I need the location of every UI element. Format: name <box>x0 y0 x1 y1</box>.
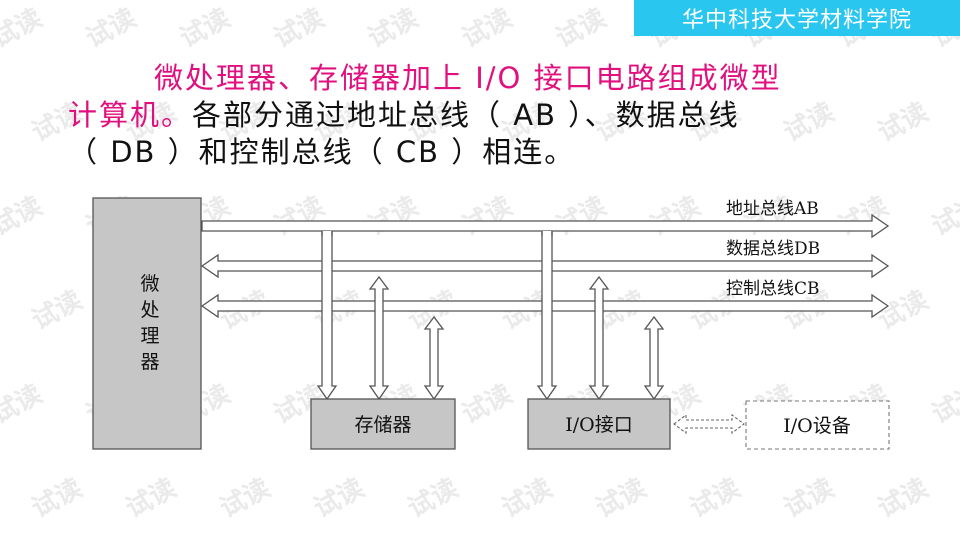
intro-line-2: 计算机。各部分通过地址总线（ AB ）、数据总线 <box>68 97 928 134</box>
memory-box <box>310 398 456 450</box>
microprocessor-box <box>92 197 202 450</box>
io-address-arrow <box>536 231 558 401</box>
io-interface-box <box>527 398 671 450</box>
microprocessor-char: 理 <box>140 325 159 347</box>
control-bus-label: 控制总线CB <box>726 279 820 299</box>
memory-address-arrow <box>316 231 338 401</box>
address-bus-label: 地址总线AB <box>726 199 819 219</box>
intro-line-2-text: 各部分通过地址总线（ AB ）、数据总线 <box>192 98 740 132</box>
microprocessor-char: 微 <box>140 273 159 295</box>
intro-paragraph: 微处理器、存储器加上 I/O 接口电路组成微型 计算机。各部分通过地址总线（ A… <box>68 60 928 171</box>
address-bus-arrow <box>201 213 890 239</box>
io-device-link-arrow <box>673 413 745 435</box>
intro-line-1-highlight: 微处理器、存储器加上 I/O 接口电路组成微型 <box>154 61 782 95</box>
intro-line-1: 微处理器、存储器加上 I/O 接口电路组成微型 <box>68 60 928 97</box>
microprocessor-char: 处 <box>140 299 159 321</box>
io-data-arrow <box>588 275 610 401</box>
io-control-arrow <box>643 315 665 401</box>
io-device-box <box>745 400 890 450</box>
intro-line-3-text: （ DB ）和控制总线（ CB ）相连。 <box>68 135 576 169</box>
microprocessor-char: 器 <box>140 351 159 373</box>
memory-data-arrow <box>368 275 390 401</box>
data-bus-label: 数据总线DB <box>726 239 820 259</box>
io-device-label: I/O设备 <box>783 415 850 437</box>
io-interface-label: I/O接口 <box>565 414 632 436</box>
university-badge: 华中科技大学材料学院 <box>634 0 960 36</box>
intro-line-3: （ DB ）和控制总线（ CB ）相连。 <box>68 134 928 171</box>
memory-control-arrow <box>423 315 445 401</box>
memory-label: 存储器 <box>354 414 411 436</box>
intro-line-2-highlight: 计算机。 <box>68 98 193 132</box>
